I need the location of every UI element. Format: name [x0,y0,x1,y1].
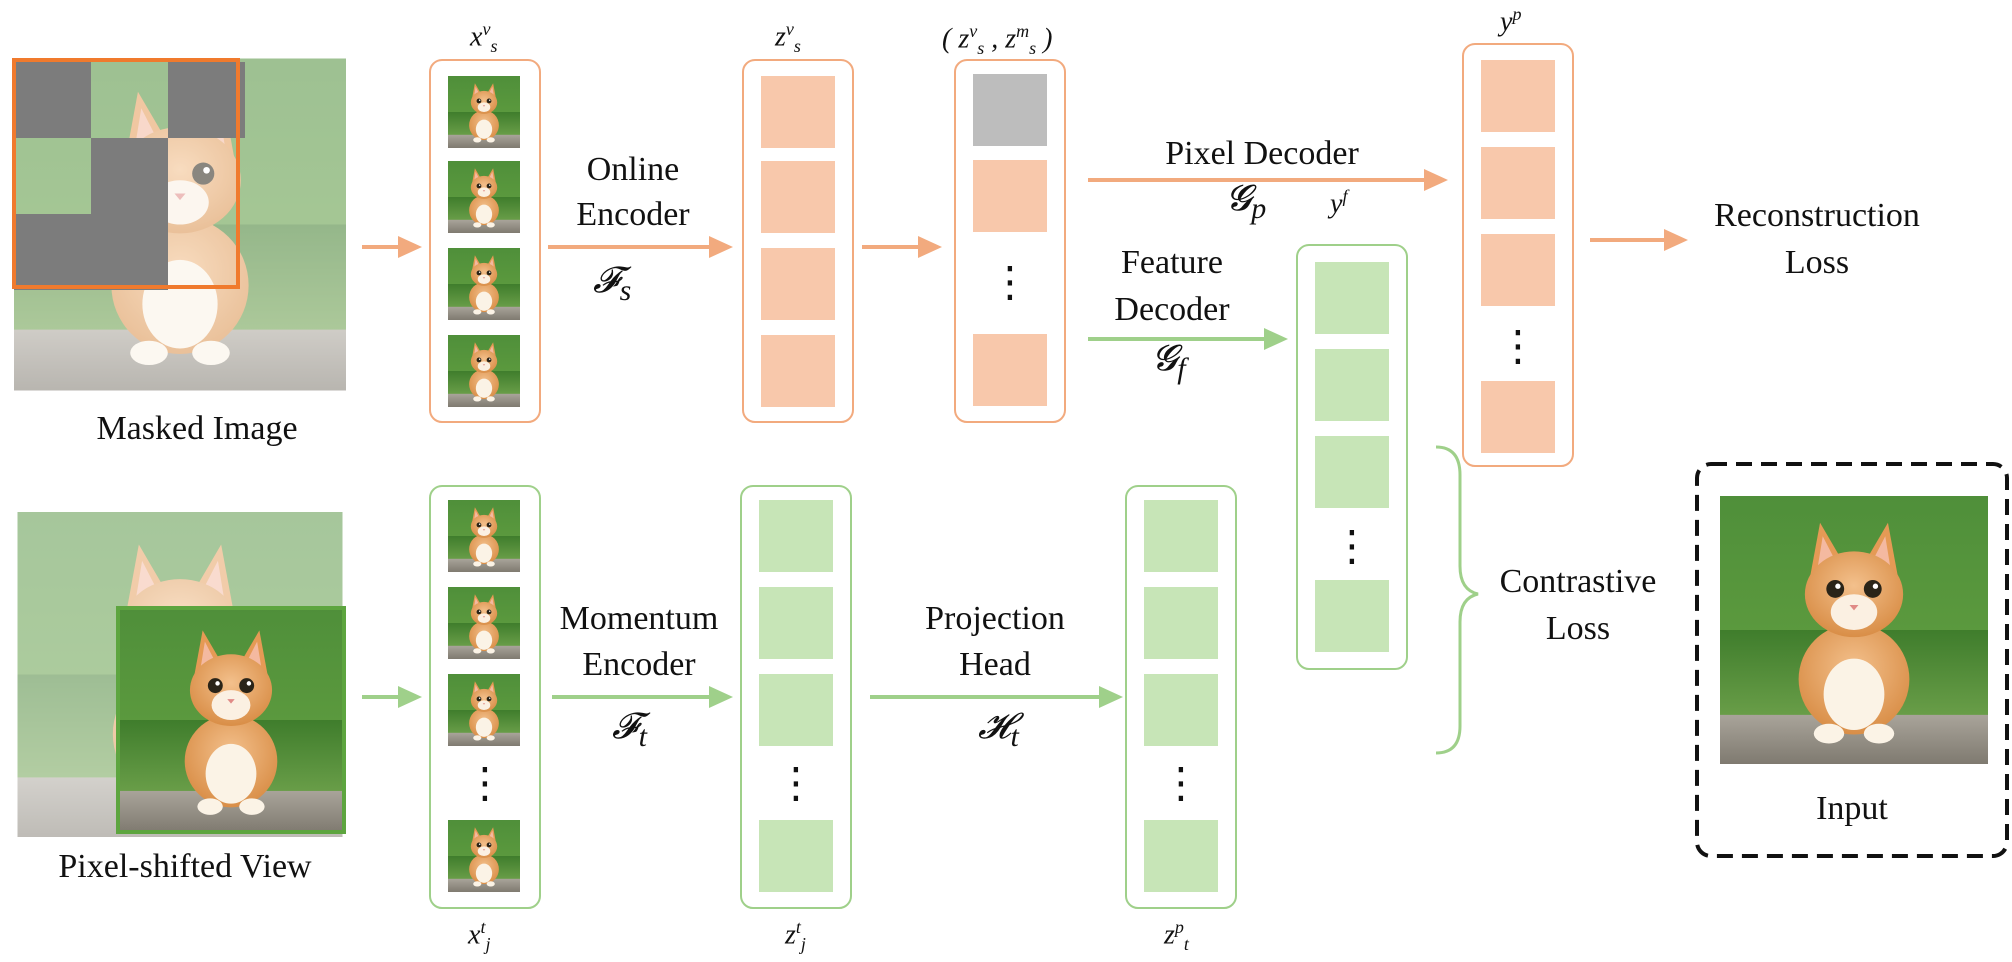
zsv-column [742,59,854,423]
image-panels [12,58,2009,858]
mask-patch [91,214,168,290]
zjt-token [759,587,833,659]
var-xjt: xtj [468,917,491,954]
ztp-token [1144,587,1218,659]
input-dashed-box [1695,462,2009,858]
xsv-patch [448,161,520,233]
zjt-column [740,485,852,909]
online-encoder-label: Encoder [576,196,690,233]
arrow-momentum-encoder-head [709,686,733,708]
xjt-patch [448,820,520,892]
arrow-reconstruction-loss-head [1664,229,1688,251]
yf-token [1315,580,1389,652]
mask-patch [14,62,91,138]
xsv-patch [448,76,520,148]
arrow-to-masked-tokens-head [918,236,942,258]
mask-patch [91,138,168,214]
yp-token [1481,381,1555,453]
pixel-decoder-symbol: 𝓖p [1226,178,1267,226]
zpair-token [973,160,1047,232]
contrastive-loss-label: Loss [1545,610,1611,647]
zjt-token [759,820,833,892]
ztp-token [1144,820,1218,892]
zpair-ellipsis: ⋮ [989,257,1031,306]
xjt-patch [448,587,520,659]
arrow-pixel-decoder-head [1424,169,1448,191]
online-encoder-symbol: 𝓕s [593,260,632,308]
yp-token [1481,60,1555,132]
zsv-token [761,248,835,320]
projection-head-label: Head [959,646,1031,683]
arrow-online-encoder-head [709,236,733,258]
momentum-encoder-symbol: 𝓕t [612,706,647,754]
ztp-token [1144,674,1218,746]
online-encoder-label: Online [586,151,680,188]
arrow-shift-to-patches-head [398,686,422,708]
reconstruction-loss-label: Loss [1784,244,1850,281]
mask-token [973,74,1047,146]
masked-image-label: Masked Image [96,410,298,447]
zpair-token [973,334,1047,406]
contrastive-loss-label: Contrastive [1499,563,1657,600]
xsv-patch [448,248,520,320]
feature-decoder-label: Decoder [1114,291,1230,328]
feature-decoder-label: Feature [1121,244,1223,281]
reconstruction-loss-label: Reconstruction [1714,197,1920,234]
yp-column [1462,43,1574,467]
ztp-ellipsis: ⋮ [1160,758,1202,807]
projection-head-symbol: 𝓗t [978,706,1019,754]
yf-token [1315,262,1389,334]
masked-region-frame [12,58,240,289]
zpair-column [954,59,1066,423]
yf-column [1296,244,1408,670]
ztp-token [1144,500,1218,572]
mask-patch [14,214,91,290]
momentum-encoder-label: Momentum [559,600,719,637]
var-yp: yp [1500,4,1522,38]
input-photo [1720,496,1988,764]
momentum-encoder-label: Encoder [582,646,696,683]
zjt-token [759,500,833,572]
xjt-patch [448,500,520,572]
var-zsv: zvs [775,19,801,56]
ztp-column [1125,485,1237,909]
feature-decoder-symbol: 𝓖f [1152,338,1186,386]
zsv-token [761,335,835,407]
xjt-column [429,485,541,909]
yp-token [1481,147,1555,219]
input-label: Input [1816,790,1888,827]
var-xsv: xvs [470,19,498,56]
var-ztp: zpt [1164,917,1189,954]
pixel-decoder-label: Pixel Decoder [1165,135,1359,172]
flow-arrows [362,169,1688,755]
zsv-token [761,161,835,233]
xsv-column [429,59,541,423]
projection-head-label: Projection [925,600,1065,637]
yp-ellipsis: ⋮ [1497,321,1539,370]
zjt-ellipsis: ⋮ [775,758,817,807]
contrastive-brace [1435,445,1479,755]
arrow-mask-to-patches-head [398,236,422,258]
zjt-token [759,674,833,746]
yf-token [1315,436,1389,508]
arrow-projection-head-head [1099,686,1123,708]
shifted-crop-frame [116,606,346,834]
pixel-shifted-view-label: Pixel-shifted View [58,848,312,885]
arrow-feature-decoder-head [1264,328,1288,350]
yf-ellipsis: ⋮ [1331,521,1373,570]
yp-token [1481,234,1555,306]
yf-token [1315,349,1389,421]
zsv-token [761,76,835,148]
xjt-ellipsis: ⋮ [464,758,506,807]
token-columns: ⋮ ⋮ ⋮ ⋮ ⋮ ⋮ [429,43,1574,909]
var-zjt: ztj [785,917,806,954]
xsv-patch [448,335,520,407]
var-zpair: ( zvs , zms ) [942,21,1053,58]
var-yf: yf [1330,186,1348,220]
xjt-patch [448,674,520,746]
shifted-view-crop [119,608,343,832]
mask-patch [168,62,245,138]
